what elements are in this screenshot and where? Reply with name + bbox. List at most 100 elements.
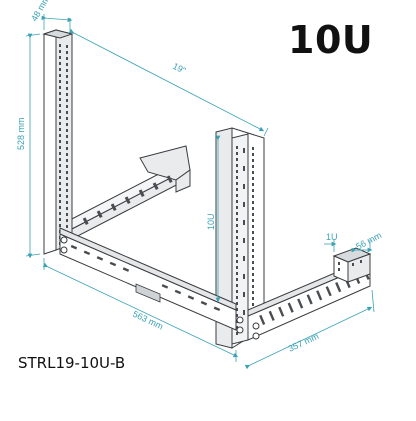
rack-hole [252, 189, 254, 192]
rack-hole [236, 218, 238, 221]
rack-hole [236, 170, 238, 173]
rack-hole [236, 254, 238, 257]
rack-hole [252, 273, 254, 276]
rack-hole [66, 201, 68, 204]
rack-hole [252, 213, 254, 216]
rack-hole [59, 122, 61, 125]
rack-hole [252, 183, 254, 186]
rack-hole [236, 152, 238, 155]
rack-hole [66, 147, 68, 150]
rack-hole [59, 80, 61, 83]
rack-hole [59, 134, 61, 137]
rack-hole [243, 184, 245, 189]
rack-hole [252, 201, 254, 204]
rack-hole [66, 51, 68, 54]
rack-hole [252, 255, 254, 258]
rack-hole [59, 224, 61, 227]
rack-hole [59, 56, 61, 59]
dim-width-19: 19" [171, 61, 187, 76]
rack-hole [252, 267, 254, 270]
rack-hole [236, 296, 238, 299]
rack-hole [252, 291, 254, 294]
rack-hole [66, 123, 68, 126]
rack-hole [252, 177, 254, 180]
rack-size-title: 10U [288, 18, 374, 62]
rack-hole [243, 238, 245, 243]
rear-slots [82, 175, 173, 226]
rack-hole [236, 158, 238, 161]
rack-hole [236, 266, 238, 269]
rack-hole [252, 225, 254, 228]
rack-hole [66, 183, 68, 186]
rack-hole [297, 298, 304, 309]
rack-hole [236, 200, 238, 203]
rack-hole [59, 74, 61, 77]
rack-hole [335, 282, 342, 293]
rack-hole [252, 231, 254, 234]
rack-hole [243, 166, 245, 171]
rack-hole [59, 188, 61, 191]
rack-hole [236, 236, 238, 239]
rack-hole [252, 207, 254, 210]
rack-hole [59, 170, 61, 173]
rack-hole [325, 286, 332, 297]
rack-hole [236, 188, 238, 191]
rack-hole [59, 146, 61, 149]
rack-hole [66, 219, 68, 222]
rack-hole [66, 57, 68, 60]
rack-hole [66, 207, 68, 210]
dim-top-depth: 48 mm [29, 0, 51, 23]
rack-hole [59, 200, 61, 203]
rack-hole [66, 177, 68, 180]
rack-hole [66, 213, 68, 216]
rack-hole [252, 249, 254, 252]
rack-hole [252, 171, 254, 174]
rack-hole [66, 165, 68, 168]
rack-hole [66, 75, 68, 78]
rack-hole [243, 292, 245, 297]
rack-hole [252, 165, 254, 168]
rack-hole [96, 256, 104, 261]
rack-hole [252, 195, 254, 198]
rack-hole [59, 86, 61, 89]
rack-hole [252, 153, 254, 156]
rack-hole [243, 220, 245, 225]
rack-hole [252, 219, 254, 222]
rack-hole [66, 81, 68, 84]
rack-hole [236, 194, 238, 197]
rack-hole [236, 272, 238, 275]
rack-hole [66, 63, 68, 66]
rack-hole [66, 141, 68, 144]
rack-hole [59, 152, 61, 155]
rack-hole [59, 218, 61, 221]
dim-height-units: 10U [206, 213, 216, 230]
rack-hole [236, 278, 238, 281]
rack-hole [59, 92, 61, 95]
rack-hole [66, 159, 68, 162]
rack-hole [243, 202, 245, 207]
rack-hole [59, 44, 61, 47]
rack-hole [66, 129, 68, 132]
rack-hole [252, 261, 254, 264]
rack-hole [59, 104, 61, 107]
rack-hole [236, 146, 238, 149]
dim-right-flange: 56 mm [354, 230, 383, 252]
rack-hole [236, 242, 238, 245]
rack-hole [252, 303, 254, 306]
rack-hole [59, 68, 61, 71]
rack-hole [59, 116, 61, 119]
rack-hole [59, 194, 61, 197]
rack-hole [236, 224, 238, 227]
rack-hole [66, 111, 68, 114]
rack-hole [59, 206, 61, 209]
rack-hole [252, 237, 254, 240]
rack-hole [59, 128, 61, 131]
rack-hole [66, 195, 68, 198]
rack-hole [236, 164, 238, 167]
rack-hole [243, 310, 245, 315]
rack-hole [59, 140, 61, 143]
rack-hole [243, 256, 245, 261]
rack-hole [59, 164, 61, 167]
rack-hole [236, 290, 238, 293]
